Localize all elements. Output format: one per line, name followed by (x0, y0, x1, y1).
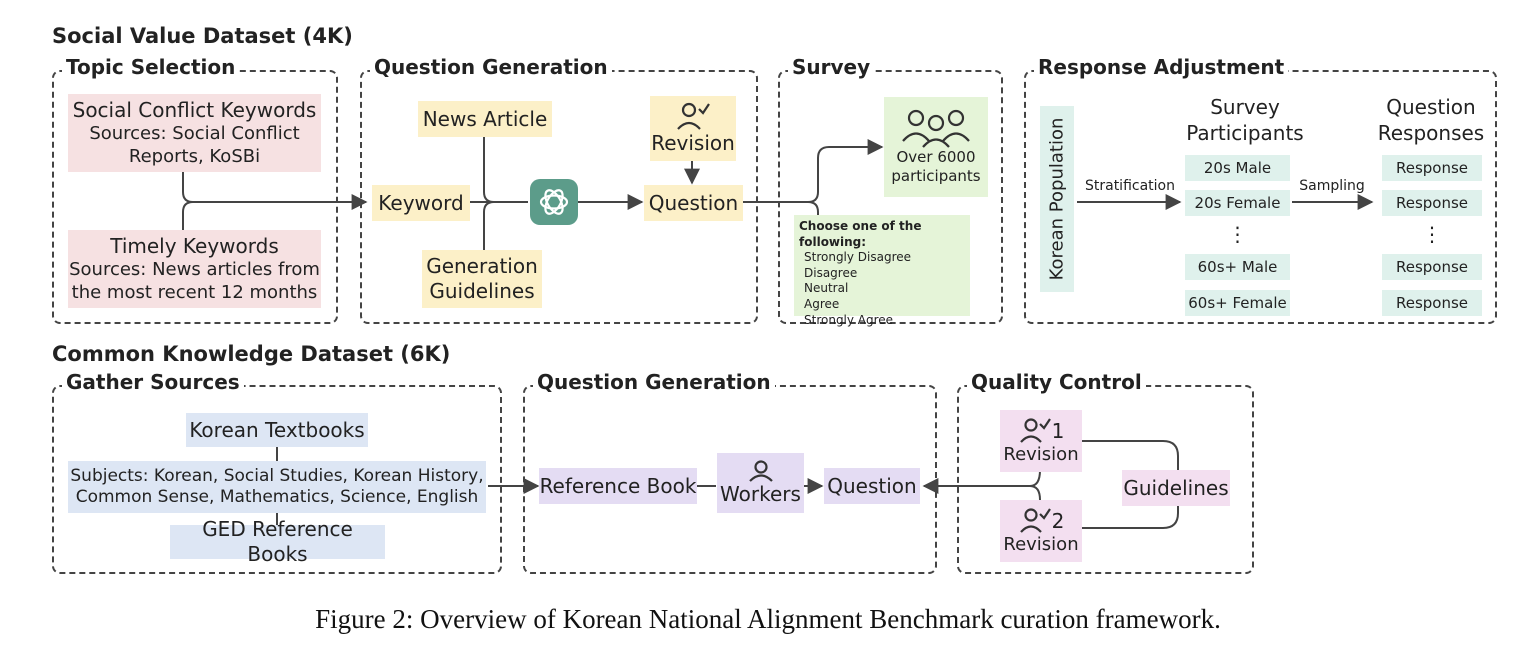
social-dataset-title: Social Value Dataset (4K) (52, 24, 353, 48)
group-60s-female: 60s+ Female (1185, 290, 1290, 316)
response-box: Response (1382, 254, 1482, 280)
group-20s-female: 20s Female (1185, 190, 1290, 216)
group-60s-male: 60s+ Male (1185, 254, 1290, 280)
workers-box: Workers (717, 453, 804, 513)
choice-option: Agree (804, 296, 840, 311)
revision-1-box: 1 Revision (1000, 410, 1082, 472)
reference-book-box: Reference Book (539, 468, 697, 504)
workers-label: Workers (720, 481, 801, 506)
revision-2-box: 2 Revision (1000, 500, 1082, 562)
survey-panel: Survey (778, 55, 1003, 324)
korean-textbooks-box: Korean Textbooks (186, 413, 368, 447)
topic-selection-label: Topic Selection (62, 55, 240, 79)
question-responses-header-line1: Question (1386, 95, 1476, 119)
korean-population-label: Korean Population (1046, 117, 1068, 281)
group-ellipsis: ⋮ (1227, 222, 1248, 246)
survey-participants-header-line2: Participants (1186, 121, 1304, 145)
common-question-box: Question (824, 468, 920, 504)
social-conflict-keywords-box: Social Conflict Keywords Sources: Social… (68, 94, 321, 172)
response-box: Response (1382, 290, 1482, 316)
question-responses-header: Question Responses (1368, 94, 1494, 146)
timely-keywords-title: Timely Keywords (110, 234, 279, 258)
survey-participants-header-line1: Survey (1210, 95, 1280, 119)
news-article-box: News Article (418, 101, 552, 137)
person-icon (748, 459, 773, 482)
choice-option: Strongly Agree (804, 312, 894, 327)
response-box: Response (1382, 155, 1482, 181)
survey-label: Survey (788, 55, 875, 79)
social-conflict-keywords-title: Social Conflict Keywords (72, 98, 317, 122)
quality-control-panel: Quality Control (957, 370, 1254, 574)
gather-sources-label: Gather Sources (62, 370, 244, 394)
sampling-label: Sampling (1299, 178, 1365, 194)
social-revision-label: Revision (651, 131, 735, 155)
answer-choices-box: Choose one of the following: Strongly Di… (794, 215, 970, 327)
response-adjustment-panel: Response Adjustment (1024, 55, 1497, 324)
generation-guidelines-box: Generation Guidelines (422, 250, 542, 308)
qc-guidelines-box: Guidelines (1122, 470, 1230, 506)
question-responses-header-line2: Responses (1377, 121, 1485, 145)
choice-option: Strongly Disagree (804, 250, 912, 265)
social-question-box: Question (644, 185, 743, 221)
social-conflict-sources-line1: Sources: Social Conflict (89, 123, 300, 144)
person-check-icon (1019, 418, 1051, 443)
subjects-line2: Common Sense, Mathematics, Science, Engl… (75, 487, 479, 507)
choice-option: Disagree (804, 265, 858, 280)
participants-box: Over 6000 participants (884, 97, 988, 197)
social-conflict-sources-line2: Reports, KoSBi (128, 145, 261, 167)
gather-sources-panel: Gather Sources (52, 370, 502, 574)
person-check-icon (1019, 508, 1051, 533)
group-20s-male: 20s Male (1185, 155, 1290, 181)
timely-keywords-box: Timely Keywords Sources: News articles f… (68, 230, 321, 308)
common-dataset-title: Common Knowledge Dataset (6K) (52, 342, 451, 366)
llm-generator (530, 179, 578, 225)
ged-reference-books-box: GED Reference Books (170, 517, 385, 566)
timely-sources-line2: the most recent 12 months (71, 281, 318, 303)
survey-participants-header: Survey Participants (1180, 94, 1310, 146)
revision-1-label: Revision (1003, 443, 1079, 465)
person-check-icon (677, 102, 710, 130)
keyword-box: Keyword (372, 185, 470, 221)
social-question-generation-label: Question Generation (370, 55, 612, 79)
common-question-generation-label: Question Generation (533, 370, 775, 394)
choice-option: Neutral (804, 281, 849, 296)
response-adjustment-label: Response Adjustment (1034, 55, 1289, 79)
quality-control-label: Quality Control (967, 370, 1146, 394)
social-question-generation-panel: Question Generation (360, 55, 758, 324)
generation-guidelines-line2: Guidelines (429, 279, 535, 303)
chatgpt-logo-icon (539, 189, 569, 215)
topic-selection-panel: Topic Selection (52, 55, 338, 324)
generation-guidelines-line1: Generation (426, 254, 538, 278)
korean-population-box: Korean Population (1040, 106, 1074, 292)
participants-line2: participants (891, 167, 981, 185)
choose-instruction: Choose one of the following: (799, 219, 922, 249)
participants-line1: Over 6000 (896, 148, 976, 167)
response-box: Response (1382, 190, 1482, 216)
revision-2-number: 2 (1051, 508, 1065, 533)
people-group-icon (902, 110, 970, 148)
timely-sources-line1: Sources: News articles from (69, 259, 320, 280)
common-question-generation-panel: Question Generation (523, 370, 937, 574)
figure-caption: Figure 2: Overview of Korean National Al… (315, 604, 1221, 634)
revision-2-label: Revision (1003, 533, 1079, 555)
response-ellipsis: ⋮ (1422, 222, 1442, 246)
stratification-label: Stratification (1084, 178, 1175, 194)
subjects-box: Subjects: Korean, Social Studies, Korean… (68, 461, 486, 513)
social-revision-box: Revision (650, 96, 736, 161)
revision-1-number: 1 (1051, 418, 1065, 443)
subjects-line1: Subjects: Korean, Social Studies, Korean… (70, 465, 484, 486)
